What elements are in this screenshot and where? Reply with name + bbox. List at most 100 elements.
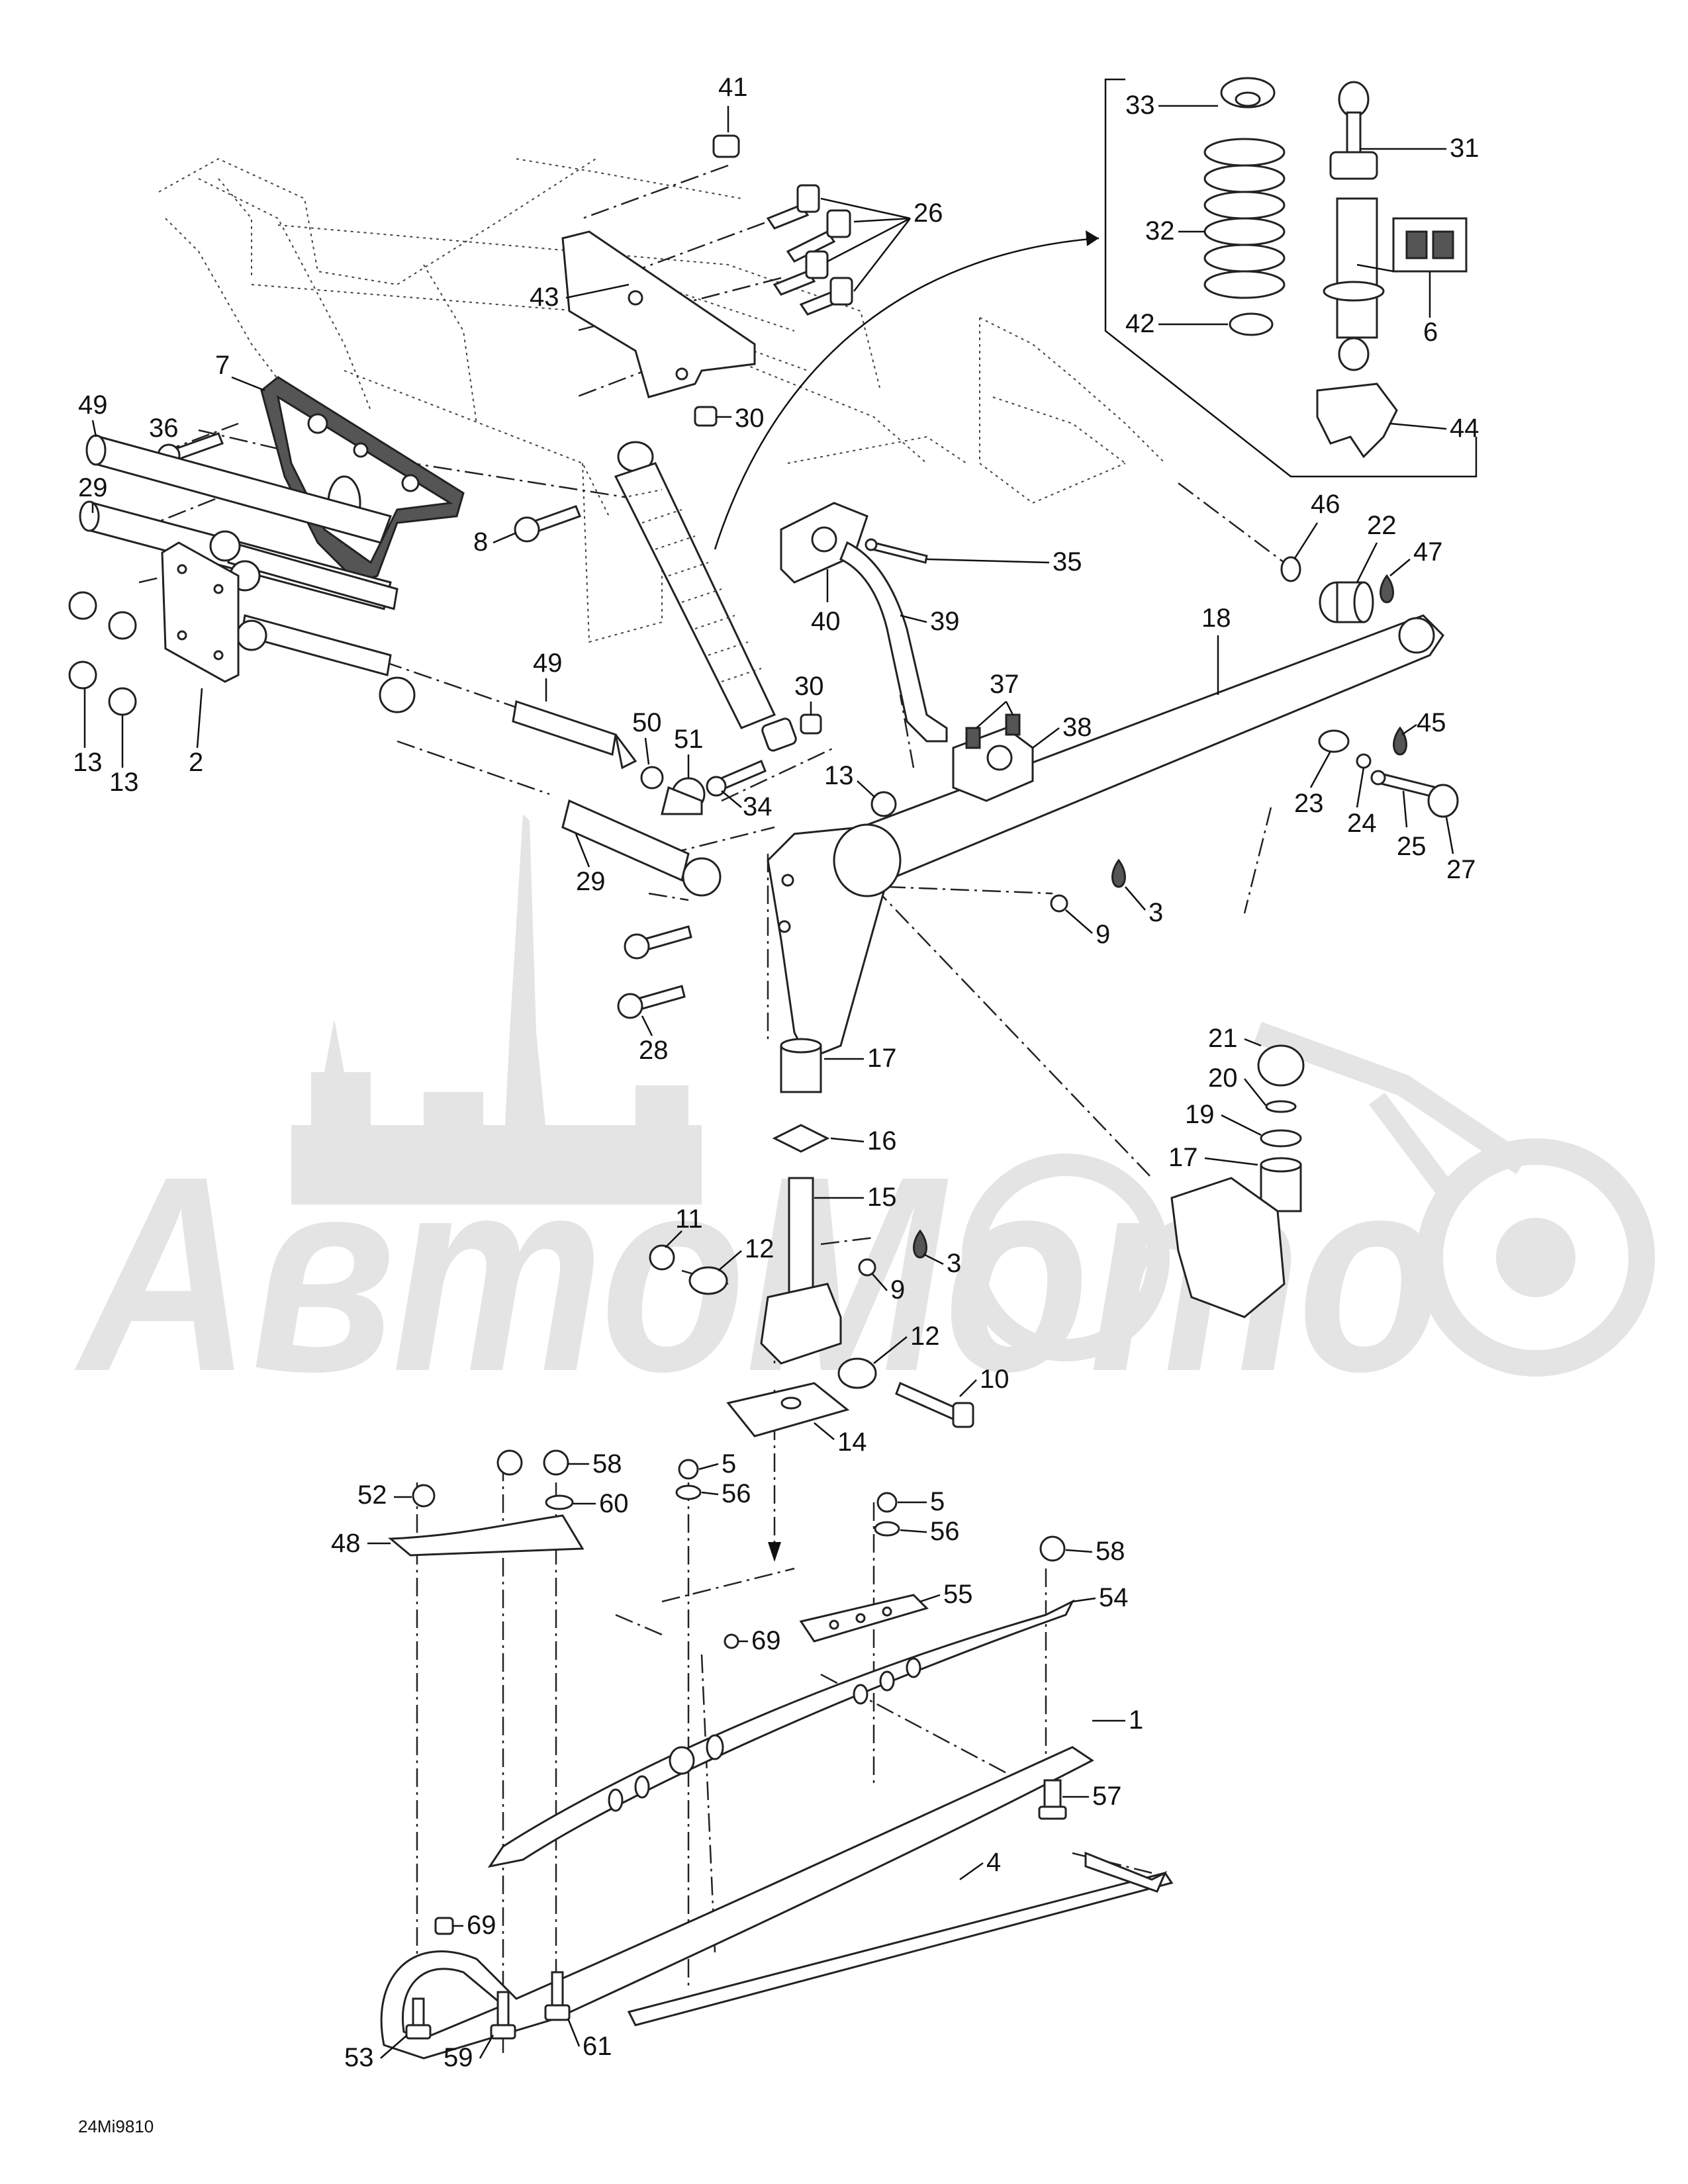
grease-47 xyxy=(1380,574,1394,604)
nut-30-lower xyxy=(800,713,822,735)
callout-15: 15 xyxy=(867,1183,897,1212)
fitting-9-upper xyxy=(1050,894,1068,913)
callout-19: 19 xyxy=(1185,1100,1215,1129)
shock-absorber xyxy=(614,441,797,752)
ski-1 xyxy=(380,1746,1094,2060)
callout-3-upper: 3 xyxy=(1149,898,1163,927)
callout-8: 8 xyxy=(473,527,488,557)
callout-24: 24 xyxy=(1347,809,1377,838)
bolts-28 xyxy=(617,925,692,1019)
callout-43: 43 xyxy=(530,283,559,312)
callout-56-top: 56 xyxy=(722,1479,751,1508)
callout-28: 28 xyxy=(639,1036,669,1065)
callout-27: 27 xyxy=(1446,855,1476,884)
callout-1: 1 xyxy=(1129,1706,1143,1735)
plate-2 xyxy=(161,541,240,683)
callout-55: 55 xyxy=(943,1580,973,1609)
callout-12-left: 12 xyxy=(745,1234,774,1263)
bolt-57 xyxy=(1038,1779,1067,1820)
grease-3-upper xyxy=(1111,858,1126,888)
nut-41 xyxy=(712,134,740,158)
callout-20: 20 xyxy=(1208,1064,1238,1093)
washer-23 xyxy=(1318,729,1350,753)
callout-5-mid: 5 xyxy=(930,1487,945,1516)
bolt-10 xyxy=(895,1381,974,1428)
wear-plate-48 xyxy=(388,1514,585,1557)
callout-56-mid: 56 xyxy=(930,1517,960,1546)
callout-13-b: 13 xyxy=(109,768,139,797)
nut-50 xyxy=(640,766,664,790)
callout-13-a: 13 xyxy=(73,748,103,777)
plate-55 xyxy=(799,1594,929,1643)
rods-2 xyxy=(209,530,416,713)
mounting-bracket-43 xyxy=(561,230,756,398)
ski-top-54 xyxy=(487,1599,1075,1868)
shock-assembly-right xyxy=(1203,77,1468,459)
callout-48: 48 xyxy=(331,1529,361,1558)
bushing-12-right xyxy=(837,1357,877,1389)
callout-61: 61 xyxy=(583,2032,612,2061)
bushing-22 xyxy=(1319,581,1374,623)
washer-24 xyxy=(1356,753,1372,769)
callout-7: 7 xyxy=(215,351,230,380)
callout-29-lower: 29 xyxy=(576,867,606,896)
link-block-38 xyxy=(952,713,1034,802)
callout-60: 60 xyxy=(599,1489,629,1518)
ski-bolts-bottom xyxy=(405,1971,571,2040)
callout-9-lower: 9 xyxy=(890,1275,905,1304)
callout-36: 36 xyxy=(149,414,179,443)
diagram-code: 24Mi9810 xyxy=(78,2116,154,2136)
nut-69-lower xyxy=(434,1917,454,1935)
callout-59: 59 xyxy=(444,2043,473,2072)
callout-49-mid: 49 xyxy=(533,649,563,678)
washer-46 xyxy=(1280,556,1301,582)
spindle-assembly xyxy=(726,1038,850,1437)
callout-46: 46 xyxy=(1311,490,1340,519)
screw-bottom-right xyxy=(1084,1851,1167,1893)
trailing-arm-18 xyxy=(767,614,1444,1060)
tube-29-lower xyxy=(561,799,722,897)
callout-33: 33 xyxy=(1125,91,1155,120)
callout-10: 10 xyxy=(980,1365,1009,1394)
callout-47: 47 xyxy=(1413,537,1443,567)
callout-69-top: 69 xyxy=(751,1626,781,1655)
callout-30-top: 30 xyxy=(735,404,765,433)
callout-30-lower: 30 xyxy=(794,672,824,701)
nuts-13-left xyxy=(68,591,137,716)
callout-13-center: 13 xyxy=(824,761,854,790)
fitting-9-lower xyxy=(858,1258,876,1277)
callout-58-top: 58 xyxy=(592,1449,622,1479)
callout-51: 51 xyxy=(674,725,704,754)
runner-4 xyxy=(627,1872,1174,2026)
bushing-12-left xyxy=(688,1266,728,1295)
callout-18: 18 xyxy=(1201,604,1231,633)
callout-31: 31 xyxy=(1450,134,1479,163)
nut-30-top xyxy=(694,406,718,427)
spindle-cap-group xyxy=(1170,1044,1305,1318)
callout-39: 39 xyxy=(930,607,960,636)
callout-23: 23 xyxy=(1294,789,1324,818)
nut-13-center xyxy=(870,791,897,817)
callout-12-right: 12 xyxy=(910,1322,940,1351)
callout-25: 25 xyxy=(1397,832,1427,861)
callout-40: 40 xyxy=(811,607,841,636)
callout-50: 50 xyxy=(632,708,662,737)
grease-45 xyxy=(1393,726,1407,756)
callout-53: 53 xyxy=(344,2043,374,2072)
callout-11: 11 xyxy=(675,1205,703,1234)
callout-42: 42 xyxy=(1125,309,1155,338)
callout-69-lower: 69 xyxy=(467,1911,496,1940)
callout-49-left: 49 xyxy=(78,390,108,420)
callout-41: 41 xyxy=(718,73,748,102)
rod-end-51 xyxy=(661,777,706,815)
tube-49-lower xyxy=(512,700,637,770)
callout-52: 52 xyxy=(357,1480,387,1510)
callout-29-left: 29 xyxy=(78,473,108,502)
callout-54: 54 xyxy=(1099,1583,1129,1612)
callout-34: 34 xyxy=(743,792,773,821)
callout-22: 22 xyxy=(1367,511,1397,540)
callout-35: 35 xyxy=(1053,547,1082,576)
callout-14: 14 xyxy=(837,1428,867,1457)
callout-57: 57 xyxy=(1092,1782,1122,1811)
